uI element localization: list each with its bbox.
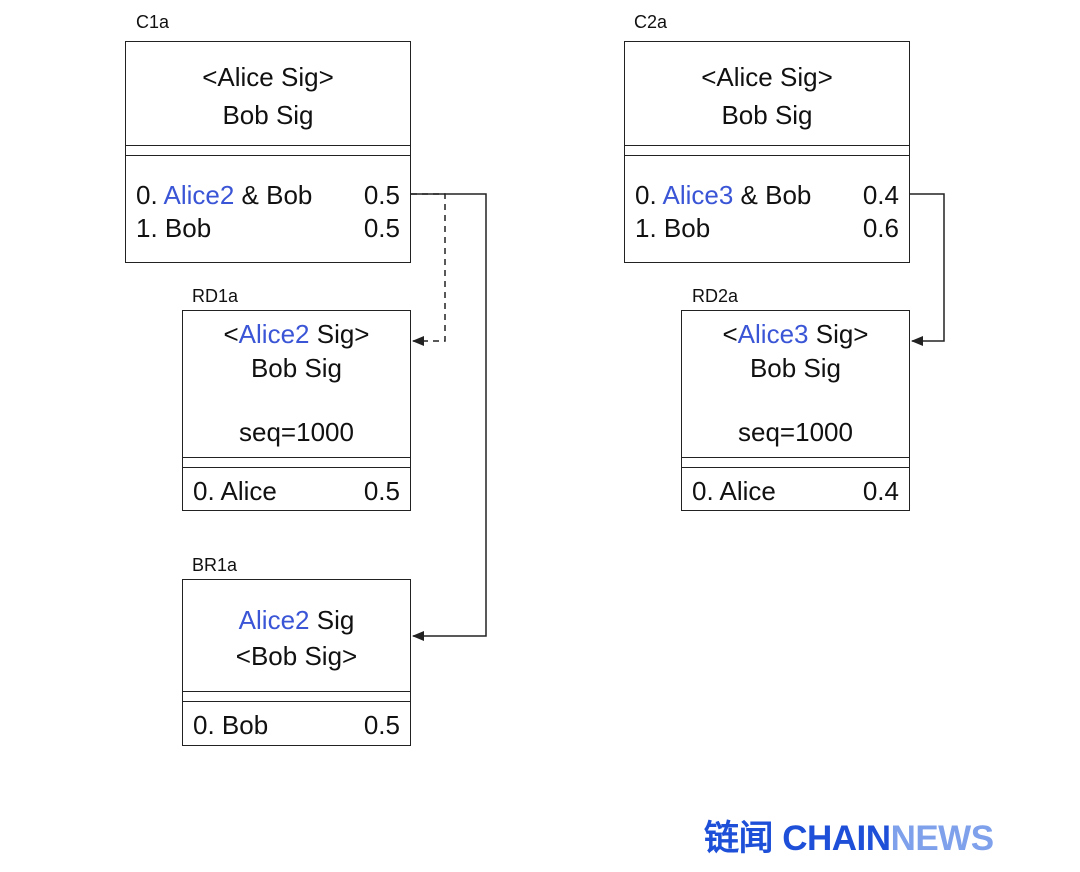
c1a-to-br1a-arrow <box>411 193 487 641</box>
rd2a-output-0: 0. Alice 0.4 <box>692 476 899 506</box>
c1a-box: <Alice Sig> Bob Sig 0. Alice2 & Bob 0.5 … <box>125 41 411 263</box>
c1a-output-1-value: 0.5 <box>363 213 400 243</box>
c2a-output-1: 1. Bob 0.6 <box>635 213 899 243</box>
br1a-alice-key: Alice2 <box>238 605 310 635</box>
rd1a-bob-sig: Bob Sig <box>250 353 343 383</box>
c1a-signatures: <Alice Sig> Bob Sig <box>126 58 410 134</box>
c1a-output-1: 1. Bob 0.5 <box>136 213 400 243</box>
c2a-output-0: 0. Alice3 & Bob 0.4 <box>635 180 899 210</box>
rd2a-signatures: <Alice3 Sig> Bob Sig seq=1000 <box>682 317 909 449</box>
br1a-output-0: 0. Bob 0.5 <box>193 710 400 740</box>
rd2a-alice-sig: <Alice3 Sig> <box>722 319 869 349</box>
c1a-output-0: 0. Alice2 & Bob 0.5 <box>136 180 400 210</box>
rd1a-alice-key: Alice2 <box>238 319 310 349</box>
c2a-bob-sig: Bob Sig <box>721 100 813 130</box>
rd1a-label: RD1a <box>192 286 239 306</box>
c1a-output-0-key: Alice2 <box>163 180 235 210</box>
c1a-to-rd1a-dashed-arrow <box>411 193 446 346</box>
br1a-alice-sig: Alice2 Sig <box>238 605 355 635</box>
c1a-label: C1a <box>136 12 170 32</box>
rd2a-alice-key: Alice3 <box>737 319 809 349</box>
c2a-output-0-value: 0.4 <box>862 180 899 210</box>
chainnews-logo: 链闻 CHAINNEWS <box>704 819 994 858</box>
c2a-separator <box>625 145 909 156</box>
rd1a-output-0-value: 0.5 <box>363 476 400 506</box>
c2a-to-rd2a-arrow <box>910 193 945 346</box>
br1a-label: BR1a <box>192 555 238 575</box>
c2a-output-1-value: 0.6 <box>862 213 899 243</box>
c2a-signatures: <Alice Sig> Bob Sig <box>625 58 909 134</box>
rd1a-signatures: <Alice2 Sig> Bob Sig seq=1000 <box>183 317 410 449</box>
rd2a-label: RD2a <box>692 286 739 306</box>
br1a-bob-sig: <Bob Sig> <box>235 641 358 671</box>
rd2a-separator <box>682 457 909 468</box>
rd1a-box: <Alice2 Sig> Bob Sig seq=1000 0. Alice 0… <box>182 310 411 511</box>
rd1a-alice-sig: <Alice2 Sig> <box>223 319 370 349</box>
c1a-bob-sig: Bob Sig <box>222 100 314 130</box>
rd2a-box: <Alice3 Sig> Bob Sig seq=1000 0. Alice 0… <box>681 310 910 511</box>
c2a-alice-sig: <Alice Sig> <box>701 62 833 92</box>
br1a-box: Alice2 Sig <Bob Sig> 0. Bob 0.5 <box>182 579 411 746</box>
br1a-separator <box>183 691 410 702</box>
br1a-output-0-value: 0.5 <box>363 710 400 740</box>
c1a-separator <box>126 145 410 156</box>
c2a-label: C2a <box>634 12 668 32</box>
c2a-output-0-key: Alice3 <box>662 180 734 210</box>
rd2a-bob-sig: Bob Sig <box>749 353 842 383</box>
rd1a-seq: seq=1000 <box>239 417 354 447</box>
rd2a-output-0-value: 0.4 <box>862 476 899 506</box>
rd1a-output-0: 0. Alice 0.5 <box>193 476 400 506</box>
c1a-output-0-value: 0.5 <box>363 180 400 210</box>
c2a-box: <Alice Sig> Bob Sig 0. Alice3 & Bob 0.4 … <box>624 41 910 263</box>
c1a-alice-sig: <Alice Sig> <box>202 62 334 92</box>
rd2a-seq: seq=1000 <box>738 417 853 447</box>
rd1a-separator <box>183 457 410 468</box>
br1a-signatures: Alice2 Sig <Bob Sig> <box>183 602 410 674</box>
